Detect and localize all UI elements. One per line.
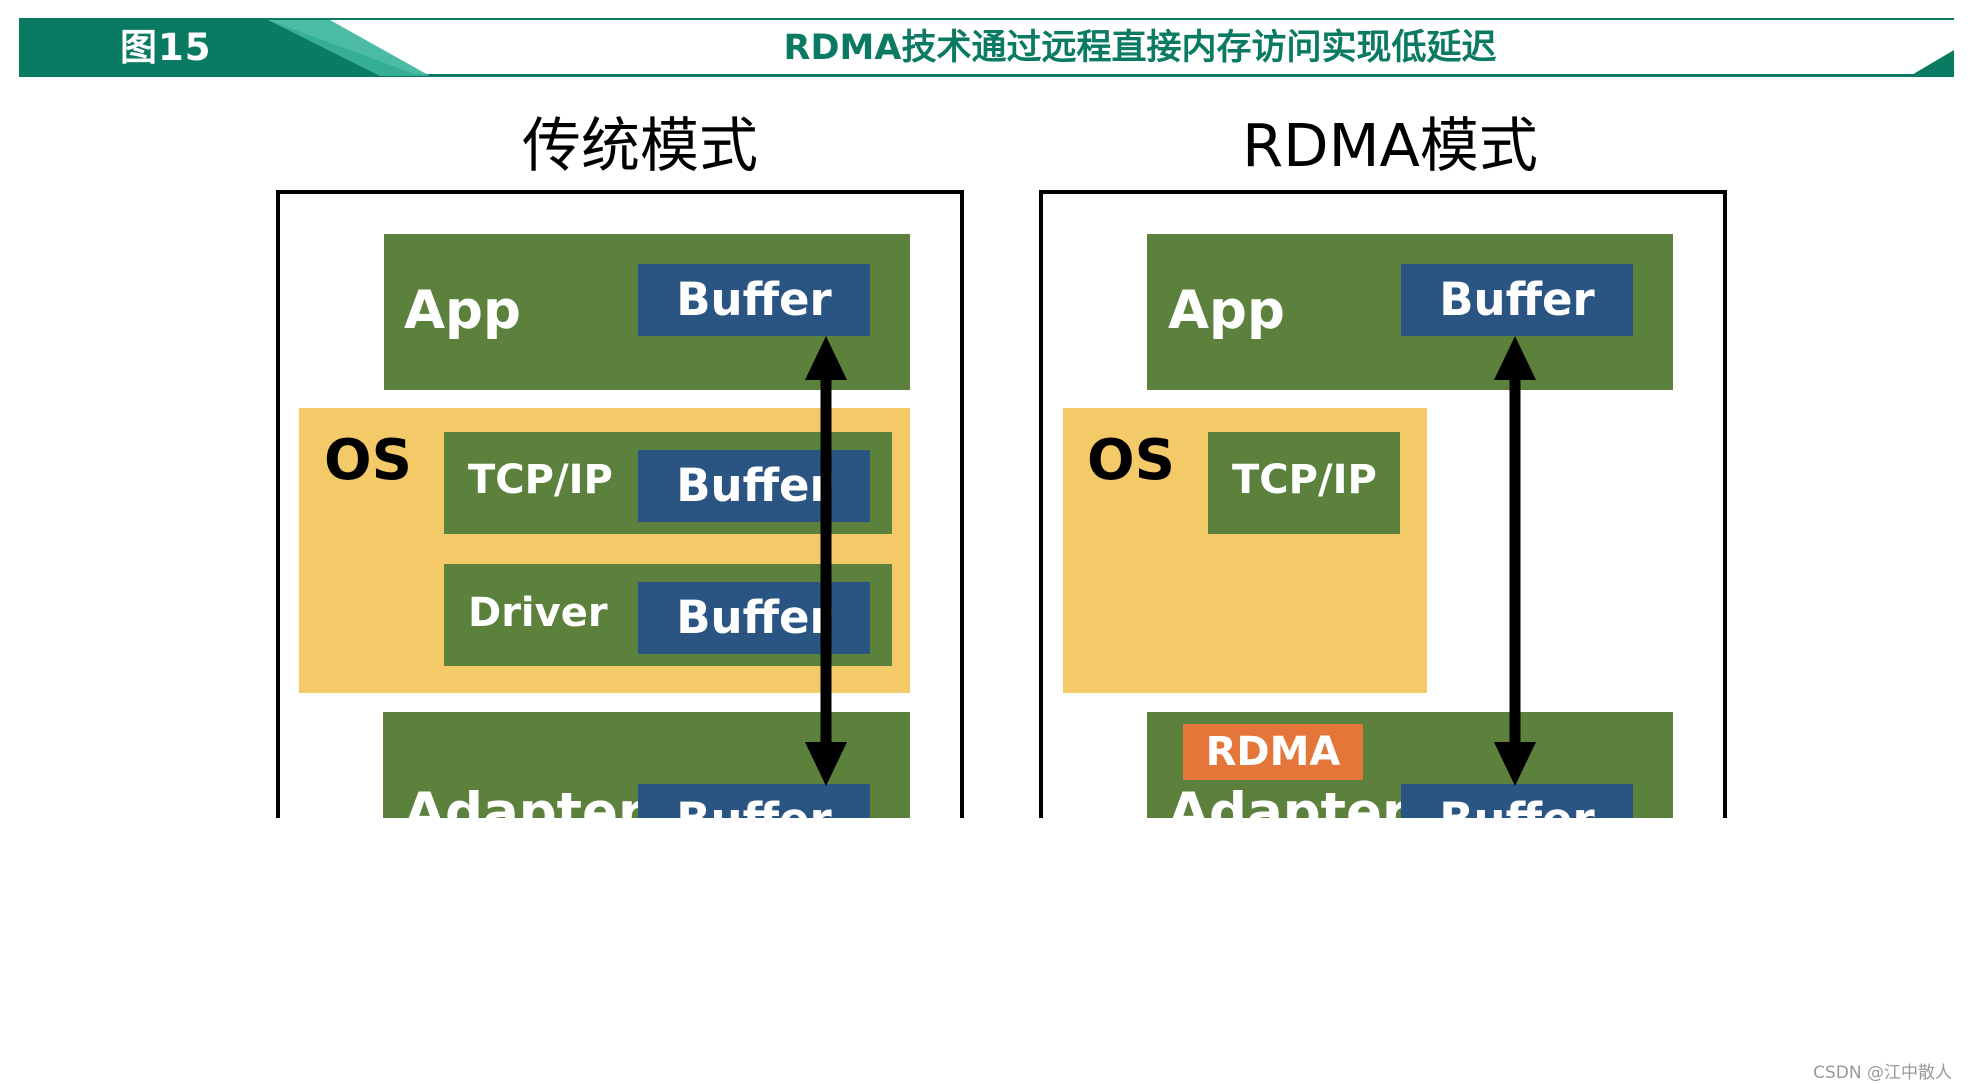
- rdma-mode-panel: [1039, 190, 1727, 818]
- diagram-area: App Buffer OS TCP/IP Buffer Driver Buffe…: [276, 190, 1727, 818]
- header-bottom-rule: [19, 74, 1954, 77]
- rdma-data-path-arrow: [1494, 336, 1536, 786]
- adapter-label: Adapter: [404, 782, 645, 818]
- rdma-tcpip-layer: [1208, 432, 1400, 534]
- header-banner-shape: [19, 20, 1954, 76]
- rdma-app-label: App: [1168, 280, 1285, 341]
- rdma-app-buffer: Buffer: [1401, 264, 1633, 336]
- rdma-os-label: OS: [1087, 428, 1175, 493]
- rdma-engine-badge: RDMA: [1183, 724, 1363, 780]
- os-label: OS: [324, 428, 412, 493]
- rdma-tcpip-label: TCP/IP: [1232, 457, 1377, 503]
- rdma-adapter-label: Adapter: [1168, 782, 1409, 818]
- tcpip-label: TCP/IP: [468, 457, 613, 503]
- driver-label: Driver: [468, 590, 608, 636]
- traditional-mode-panel: [276, 190, 964, 818]
- left-diagram-title: 传统模式: [521, 111, 758, 180]
- figure-label: 图15: [120, 26, 212, 69]
- app-label: App: [404, 280, 521, 341]
- left-data-path-arrow: [805, 336, 847, 786]
- app-buffer: Buffer: [638, 264, 870, 336]
- rdma-adapter-buffer: Buffer: [1401, 784, 1633, 818]
- adapter-buffer: Buffer: [638, 784, 870, 818]
- right-diagram-title: RDMA模式: [1242, 111, 1538, 180]
- page-title: RDMA技术通过远程直接内存访问实现低延迟: [783, 28, 1497, 68]
- watermark: CSDN @江中散人: [1813, 1063, 1952, 1083]
- header-top-rule: [19, 18, 1954, 20]
